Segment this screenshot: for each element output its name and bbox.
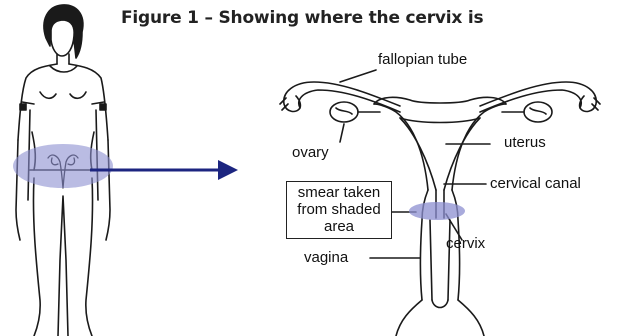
uterus-body bbox=[374, 104, 506, 190]
right-leg bbox=[86, 178, 93, 336]
torso bbox=[18, 64, 108, 140]
figure-title: Figure 1 – Showing where the cervix is bbox=[121, 8, 483, 28]
label-cervix: cervix bbox=[446, 236, 485, 252]
face bbox=[51, 20, 74, 56]
leader-fallopian bbox=[340, 70, 376, 82]
label-cervical-canal: cervical canal bbox=[490, 176, 581, 192]
left-ovary bbox=[330, 102, 358, 122]
label-fallopian-tube: fallopian tube bbox=[378, 52, 467, 68]
left-leg bbox=[33, 178, 40, 336]
body-highlight bbox=[13, 144, 113, 188]
leader-ovary bbox=[340, 124, 344, 142]
right-ovary bbox=[524, 102, 552, 122]
cervix-highlight bbox=[409, 202, 465, 220]
collar bbox=[50, 66, 77, 72]
label-ovary: ovary bbox=[292, 145, 329, 161]
uterine-cavity bbox=[400, 118, 480, 190]
smear-note-text: smear taken from shaded area bbox=[287, 184, 391, 235]
label-vagina: vagina bbox=[304, 250, 348, 266]
smear-note-box: smear taken from shaded area bbox=[286, 181, 392, 239]
label-uterus: uterus bbox=[504, 135, 546, 151]
